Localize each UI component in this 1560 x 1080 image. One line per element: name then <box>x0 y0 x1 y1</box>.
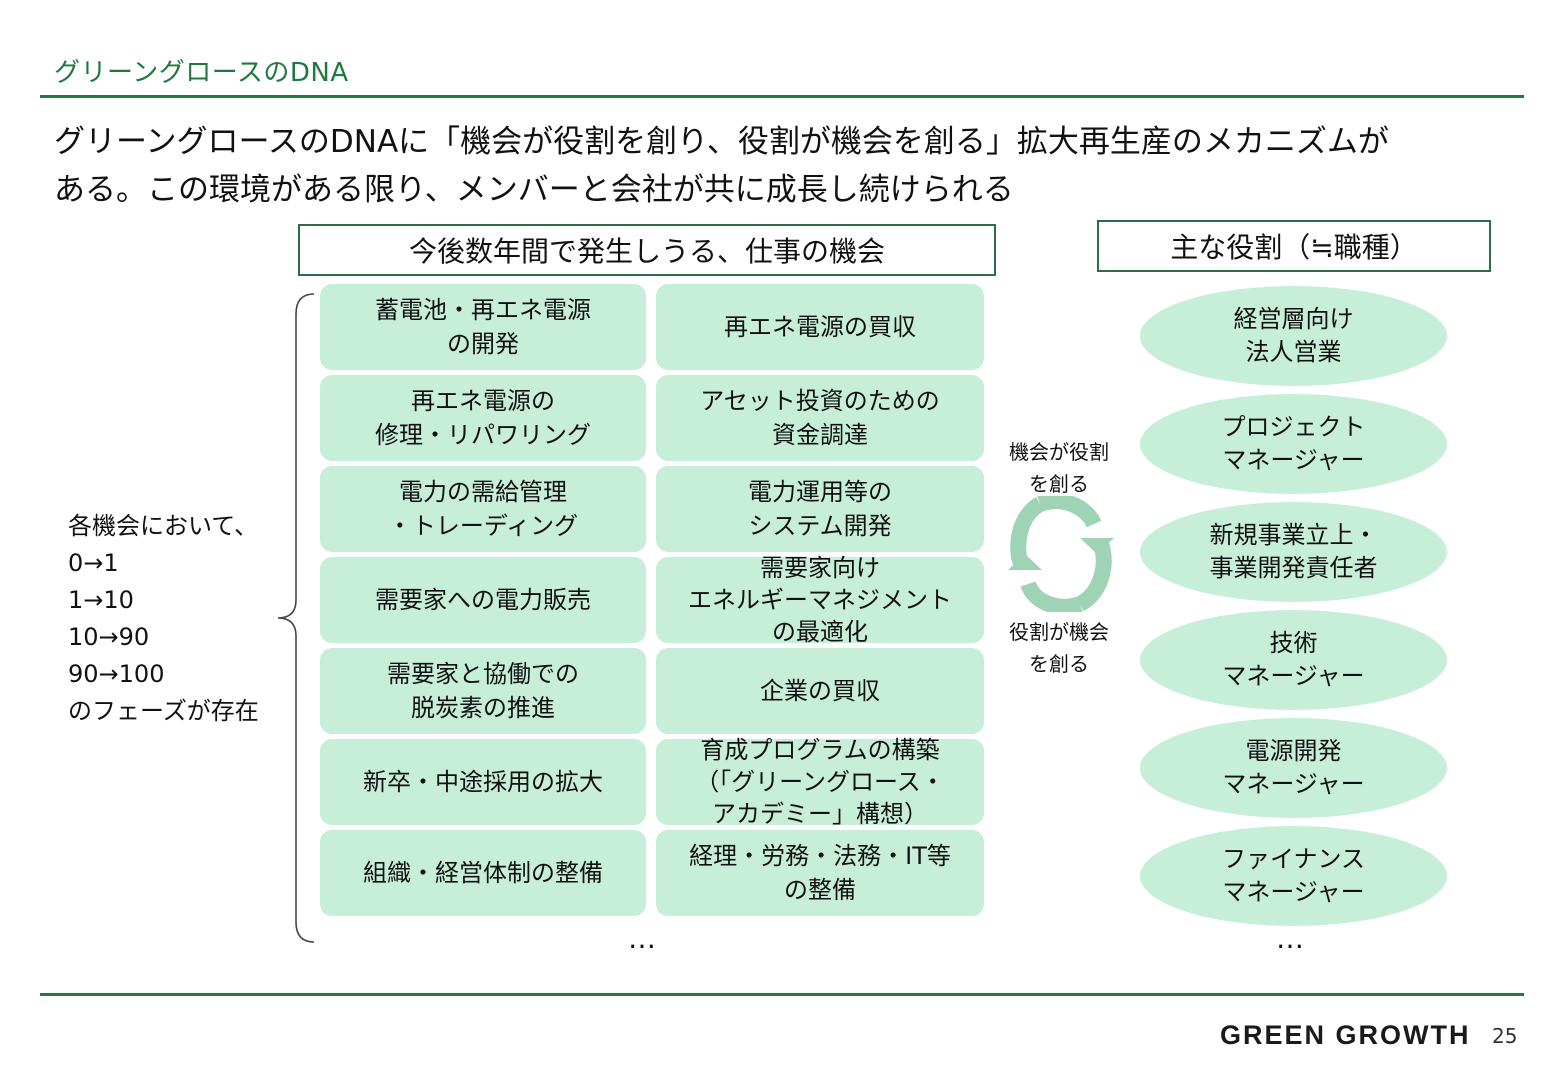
opportunity-cell: 再エネ電源の買収 <box>656 284 984 370</box>
role-ellipse: 新規事業立上・ 事業開発責任者 <box>1140 502 1447 602</box>
cycle-arrows-icon <box>1008 496 1114 612</box>
section-title: グリーングロースのDNA <box>54 58 349 88</box>
phase-line: のフェーズが存在 <box>68 697 259 725</box>
opportunity-cell: 需要家向け エネルギーマネジメント の最適化 <box>656 554 984 646</box>
opportunity-cell: 企業の買収 <box>656 648 984 734</box>
role-ellipse: プロジェクト マネージャー <box>1140 394 1447 494</box>
phase-line: 90→100 <box>68 660 165 688</box>
top-divider <box>40 95 1524 98</box>
opportunity-cell: 経理・労務・法務・IT等 の整備 <box>656 830 984 916</box>
headline: グリーングロースのDNAに「機会が役割を創り、役割が機会を創る」拡大再生産のメカ… <box>54 118 1514 214</box>
opportunities-header: 今後数年間で発生しうる、仕事の機会 <box>298 224 996 276</box>
opportunity-cell: 組織・経営体制の整備 <box>320 830 646 916</box>
opportunity-cell: アセット投資のための 資金調達 <box>656 375 984 461</box>
phase-line: 0→1 <box>68 549 119 577</box>
opportunity-cell: 需要家と協働での 脱炭素の推進 <box>320 648 646 734</box>
phase-line: 各機会において、 <box>68 512 259 540</box>
role-ellipse: 技術 マネージャー <box>1140 610 1447 710</box>
opportunity-cell: 需要家への電力販売 <box>320 557 646 643</box>
cycle-label-top: 機会が役割 を創る <box>1009 440 1109 496</box>
opportunity-cell: 電力の需給管理 ・トレーディング <box>320 466 646 552</box>
roles-header: 主な役割（≒職種） <box>1097 220 1491 272</box>
company-logo: GREEN GROWTH <box>1220 1020 1471 1050</box>
cycle-label-bottom: 役割が機会 を創る <box>1009 620 1109 676</box>
headline-line-1: グリーングロースのDNAに「機会が役割を創り、役割が機会を創る」拡大再生産のメカ… <box>54 124 1389 160</box>
opportunities-more: … <box>628 922 658 955</box>
role-ellipse: 電源開発 マネージャー <box>1140 718 1447 818</box>
phase-line: 10→90 <box>68 623 150 651</box>
opportunity-cell: 電力運用等の システム開発 <box>656 466 984 552</box>
headline-line-2: ある。この環境がある限り、メンバーと会社が共に成長し続けられる <box>54 172 1014 208</box>
opportunity-cell: 新卒・中途採用の拡大 <box>320 739 646 825</box>
page-number: 25 <box>1492 1024 1518 1048</box>
phase-line: 1→10 <box>68 586 134 614</box>
roles-more: … <box>1276 922 1306 955</box>
phase-list: 各機会において、 0→1 1→10 10→90 90→100 のフェーズが存在 <box>68 508 288 730</box>
bottom-divider <box>40 993 1524 996</box>
role-ellipse: ファイナンス マネージャー <box>1140 826 1447 926</box>
opportunity-cell: 蓄電池・再エネ電源 の開発 <box>320 284 646 370</box>
opportunity-cell: 育成プログラムの構築 （「グリーングロース・ アカデミー」構想） <box>656 736 984 828</box>
role-ellipse: 経営層向け 法人営業 <box>1140 286 1447 386</box>
curly-brace-icon <box>277 293 315 943</box>
opportunity-cell: 再エネ電源の 修理・リパワリング <box>320 375 646 461</box>
